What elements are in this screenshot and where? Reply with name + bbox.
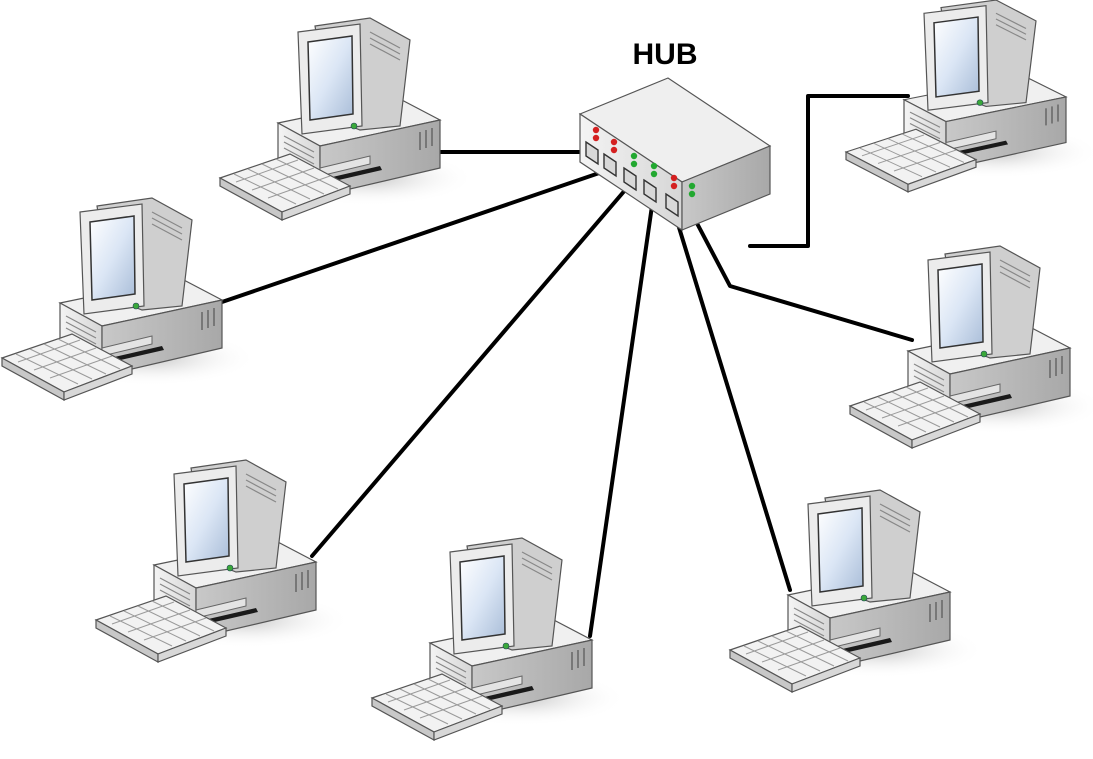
cable-bottom-left bbox=[310, 180, 634, 558]
workstation-bottom-left-icon bbox=[95, 459, 352, 663]
led-green bbox=[688, 182, 696, 190]
led-green bbox=[630, 160, 638, 168]
led-green bbox=[650, 162, 658, 170]
cable-right bbox=[688, 208, 914, 342]
led-green bbox=[650, 170, 658, 178]
cable-left bbox=[220, 168, 610, 304]
hub-device bbox=[578, 77, 772, 232]
led-red bbox=[610, 146, 618, 154]
hub-label: HUB bbox=[632, 38, 698, 71]
workstation-bottom-center-icon bbox=[371, 537, 628, 741]
led-red bbox=[670, 174, 678, 182]
led-red bbox=[592, 126, 600, 134]
cable-bottom-right bbox=[668, 196, 792, 592]
workstation-left-icon bbox=[1, 197, 258, 401]
led-green bbox=[630, 152, 638, 160]
led-green bbox=[688, 190, 696, 198]
cable-bottom-center bbox=[588, 190, 656, 638]
cable-top-right bbox=[748, 94, 910, 248]
workstation-right-icon bbox=[849, 245, 1093, 449]
led-red bbox=[610, 138, 618, 146]
led-red bbox=[670, 182, 678, 190]
hub-status-leds bbox=[592, 126, 696, 198]
connection-cables bbox=[220, 94, 914, 638]
led-red bbox=[592, 134, 600, 142]
workstation-top-left-icon bbox=[219, 17, 476, 221]
